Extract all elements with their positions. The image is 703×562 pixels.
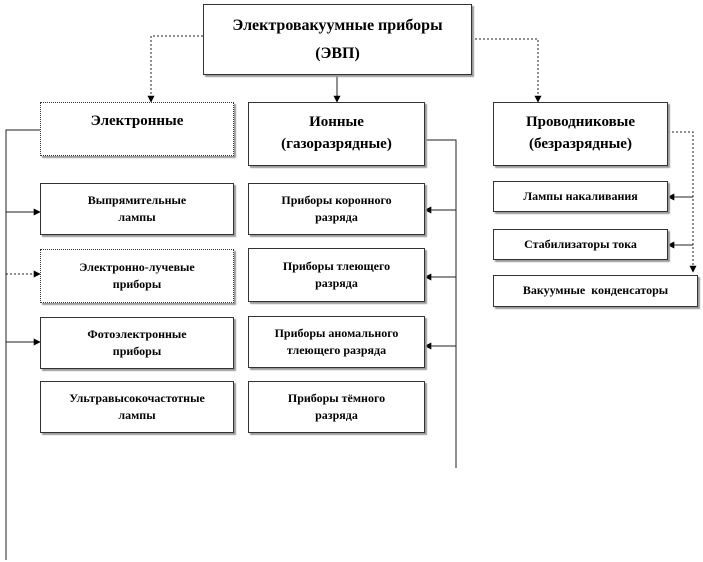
item-label: Выпрямительные <box>87 192 187 207</box>
conductor-item-current-stabilizers: Стабилизаторы тока <box>493 229 668 260</box>
conductor-item-incandescent: Лампы накаливания <box>493 181 668 212</box>
item-sublabel: лампы <box>118 210 156 224</box>
item-sublabel: лампы <box>118 408 156 422</box>
category-conductor: Проводниковые (безразрядные) <box>493 102 668 166</box>
category-conductor-sublabel: (безразрядные) <box>529 136 632 152</box>
ionic-item-dark: Приборы тёмного разряда <box>248 381 425 433</box>
electronic-item-uhf-lamps: Ультравысокочастотные лампы <box>40 381 234 433</box>
bus-conductor <box>668 131 697 273</box>
item-sublabel: разряда <box>315 408 358 422</box>
item-label: Стабилизаторы тока <box>524 236 637 251</box>
electronic-item-photoelectronic: Фотоэлектронные приборы <box>40 317 234 369</box>
item-label: Вакуумные конденсаторы <box>522 283 669 298</box>
category-ionic: Ионные (газоразрядные) <box>248 102 425 166</box>
connector-root-electronic <box>147 35 203 103</box>
item-sublabel: приборы <box>112 277 162 291</box>
item-label: Приборы коронного <box>281 192 392 207</box>
ionic-item-abnormal-glow: Приборы аномального тлеющего разряда <box>248 316 425 368</box>
bus-electronic <box>5 129 40 560</box>
item-label: Приборы тлеющего <box>282 258 391 273</box>
root-title: Электровакуумные приборы <box>232 16 443 34</box>
conductor-item-vacuum-capacitors: Вакуумные конденсаторы <box>493 275 698 307</box>
category-ionic-sublabel: (газоразрядные) <box>281 136 392 152</box>
category-electronic-label: Электронные <box>90 113 184 129</box>
bus-ionic <box>425 139 457 468</box>
item-label: Фотоэлектронные <box>87 326 187 341</box>
electronic-item-rectifier-lamps: Выпрямительные лампы <box>40 183 234 235</box>
root-box: Электровакуумные приборы (ЭВП) <box>203 4 472 75</box>
item-sublabel: разряда <box>315 276 358 290</box>
ionic-item-corona: Приборы коронного разряда <box>248 183 425 235</box>
item-label: Приборы тёмного <box>287 390 386 405</box>
item-sublabel: разряда <box>315 210 358 224</box>
item-sublabel: приборы <box>112 344 162 358</box>
category-electronic: Электронные <box>40 102 234 156</box>
item-label: Приборы аномального <box>274 325 399 340</box>
item-sublabel: тлеющего разряда <box>286 343 387 357</box>
connector-root-conductor <box>471 38 542 103</box>
electronic-item-crt-devices: Электронно-лучевые приборы <box>40 249 234 303</box>
item-label: Электронно-лучевые <box>79 259 195 274</box>
root-abbreviation: (ЭВП) <box>315 45 360 63</box>
category-conductor-label: Проводниковые <box>525 114 636 131</box>
ionic-item-glow: Приборы тлеющего разряда <box>248 248 425 302</box>
item-label: Ультравысокочастотные <box>69 390 205 405</box>
item-label: Лампы накаливания <box>523 188 638 203</box>
category-ionic-label: Ионные <box>309 114 364 131</box>
